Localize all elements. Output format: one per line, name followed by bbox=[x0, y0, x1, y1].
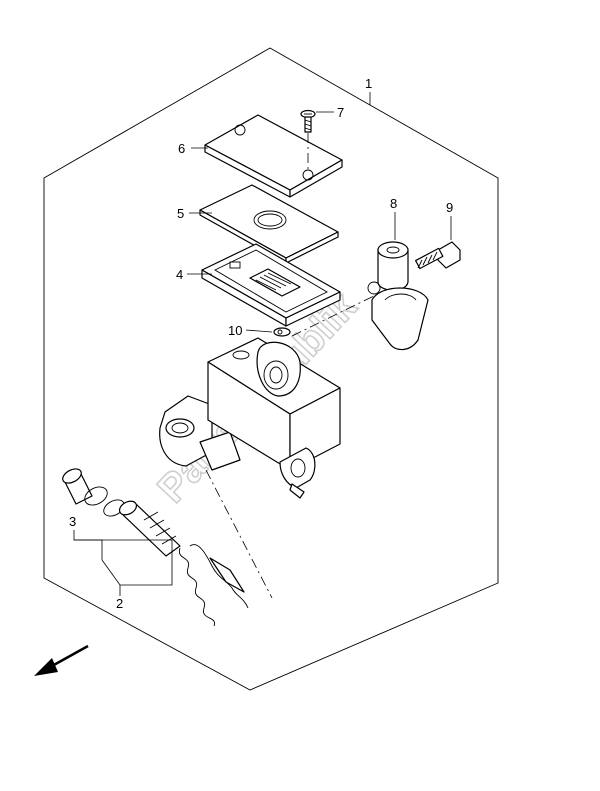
callout-8: 8 bbox=[390, 196, 397, 211]
reservoir-cap bbox=[204, 114, 343, 198]
leader-2-a bbox=[74, 539, 103, 560]
leader-3 bbox=[73, 530, 173, 560]
leader-10 bbox=[245, 329, 273, 333]
callout-4: 4 bbox=[176, 267, 183, 282]
callout-2: 2 bbox=[116, 596, 123, 611]
axis-line-piston bbox=[205, 469, 273, 599]
callout-1: 1 bbox=[365, 76, 372, 91]
assembly-boundary bbox=[43, 47, 499, 691]
holder-bolt bbox=[415, 241, 461, 270]
diaphragm bbox=[201, 243, 341, 327]
cylinder-body bbox=[159, 337, 341, 499]
front-arrow-icon bbox=[34, 644, 89, 676]
callout-10: 10 bbox=[228, 323, 242, 338]
callout-6: 6 bbox=[178, 141, 185, 156]
holder bbox=[367, 241, 429, 351]
callout-3: 3 bbox=[69, 514, 76, 529]
axis-line-holder bbox=[291, 291, 383, 337]
callout-7: 7 bbox=[337, 105, 344, 120]
callout-5: 5 bbox=[177, 206, 184, 221]
small-fitting bbox=[273, 327, 291, 337]
cap-screw bbox=[300, 109, 316, 133]
leader-2 bbox=[101, 559, 173, 596]
callout-9: 9 bbox=[446, 200, 453, 215]
piston-kit bbox=[62, 468, 249, 627]
